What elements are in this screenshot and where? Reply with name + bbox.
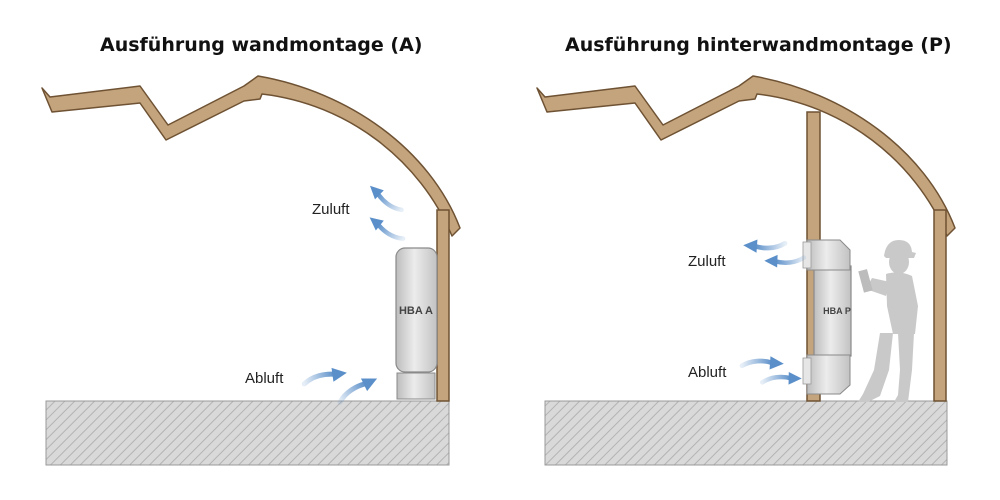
unit-label: HBA P xyxy=(823,306,851,316)
airflow-arrow-icon xyxy=(764,254,804,268)
airflow-arrow-icon xyxy=(742,356,784,369)
supply-airflow-arrows xyxy=(365,182,405,246)
panel-title-wall-mount: Ausführung wandmontage (A) xyxy=(100,34,423,56)
hba-a-unit: HBA A xyxy=(395,247,438,400)
exhaust-airflow-arrows xyxy=(742,356,802,386)
supply-air-label: Zuluft xyxy=(312,201,350,218)
hba-p-unit: HBA P xyxy=(802,239,852,395)
airflow-arrow-icon xyxy=(762,371,802,386)
outer-wall xyxy=(933,209,947,402)
supply-air-label: Zuluft xyxy=(688,253,726,270)
unit-label: HBA A xyxy=(399,305,433,317)
panel-title-behind-wall-mount: Ausführung hinterwandmontage (P) xyxy=(565,34,952,56)
airflow-arrow-icon xyxy=(302,365,348,388)
exhaust-airflow-arrows xyxy=(302,365,380,406)
exhaust-air-label: Abluft xyxy=(688,364,727,381)
airflow-arrow-icon xyxy=(743,240,785,253)
roof-structure xyxy=(41,75,461,237)
airflow-arrow-icon xyxy=(365,182,403,217)
wall xyxy=(436,209,450,402)
worker-with-helmet-icon xyxy=(858,240,918,402)
left-panel: HBA A Zuluft Abluft xyxy=(41,75,461,466)
floor-slab xyxy=(544,400,948,466)
airflow-arrow-icon xyxy=(365,213,405,246)
exhaust-air-label: Abluft xyxy=(245,370,284,387)
roof-structure xyxy=(536,75,956,237)
right-panel: HBA P Zuluft Abluft xyxy=(536,75,956,466)
supply-airflow-arrows xyxy=(743,240,804,268)
floor-slab xyxy=(45,400,450,466)
